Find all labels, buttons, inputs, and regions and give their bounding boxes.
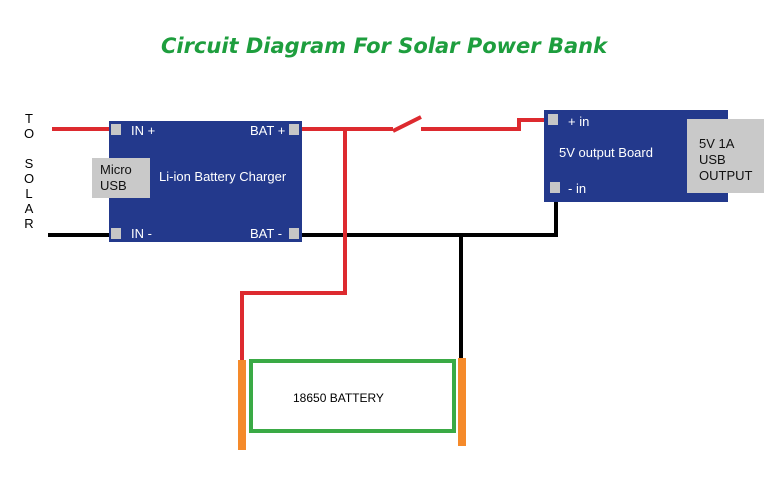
- in-plus-pad: [111, 124, 121, 135]
- usb-output-label-line1: 5V 1A USB: [699, 136, 734, 167]
- battery-negative-terminal: [458, 358, 466, 446]
- solar-label: T O S O L A R: [22, 111, 36, 231]
- switch-to-output-wire: [421, 118, 553, 131]
- usb-output-port: 5V 1A USB OUTPUT: [687, 119, 764, 193]
- solar-label-letter: O: [23, 171, 35, 186]
- negative-wires: [48, 190, 558, 360]
- micro-usb-port: Micro USB: [92, 158, 150, 198]
- solar-label-letter: R: [24, 216, 34, 231]
- battery-outline: [249, 359, 456, 433]
- solar-label-letter: L: [25, 186, 33, 201]
- micro-usb-label-line1: Micro: [100, 162, 132, 177]
- solar-label-letter: T: [25, 111, 33, 126]
- battery-label: 18650 BATTERY: [293, 391, 384, 405]
- plus-in-pad: [548, 114, 558, 125]
- bat-minus-to-output-wire: [298, 190, 558, 237]
- minus-in-pad: [550, 182, 560, 193]
- charger-board: IN + BAT + Micro USB Li-ion Battery Char…: [92, 121, 302, 242]
- diagram-title: Circuit Diagram For Solar Power Bank: [160, 34, 608, 58]
- battery-positive-wire: [240, 129, 347, 360]
- plus-in-label: + in: [568, 114, 590, 129]
- bat-minus-label: BAT -: [250, 226, 283, 241]
- charger-name: Li-ion Battery Charger: [159, 169, 287, 184]
- in-minus-label: IN -: [131, 226, 152, 241]
- minus-in-label: - in: [568, 181, 587, 196]
- output-board: + in 5V output Board - in 5V 1A USB OUTP…: [544, 110, 764, 202]
- micro-usb-label-line2: USB: [100, 178, 127, 193]
- solar-label-letter: A: [24, 201, 34, 216]
- switch-symbol: [392, 115, 422, 133]
- positive-wires: [52, 115, 553, 360]
- solar-label-letter: [22, 141, 36, 156]
- output-board-name: 5V output Board: [559, 145, 653, 160]
- battery-positive-terminal: [238, 360, 246, 450]
- usb-output-label-line2: OUTPUT: [699, 168, 753, 183]
- in-plus-label: IN +: [131, 123, 156, 138]
- bat-minus-pad: [289, 228, 299, 239]
- in-minus-pad: [111, 228, 121, 239]
- solar-label-letter: O: [23, 126, 35, 141]
- bat-plus-label: BAT +: [250, 123, 286, 138]
- solar-label-letter: S: [24, 156, 34, 171]
- bat-plus-pad: [289, 124, 299, 135]
